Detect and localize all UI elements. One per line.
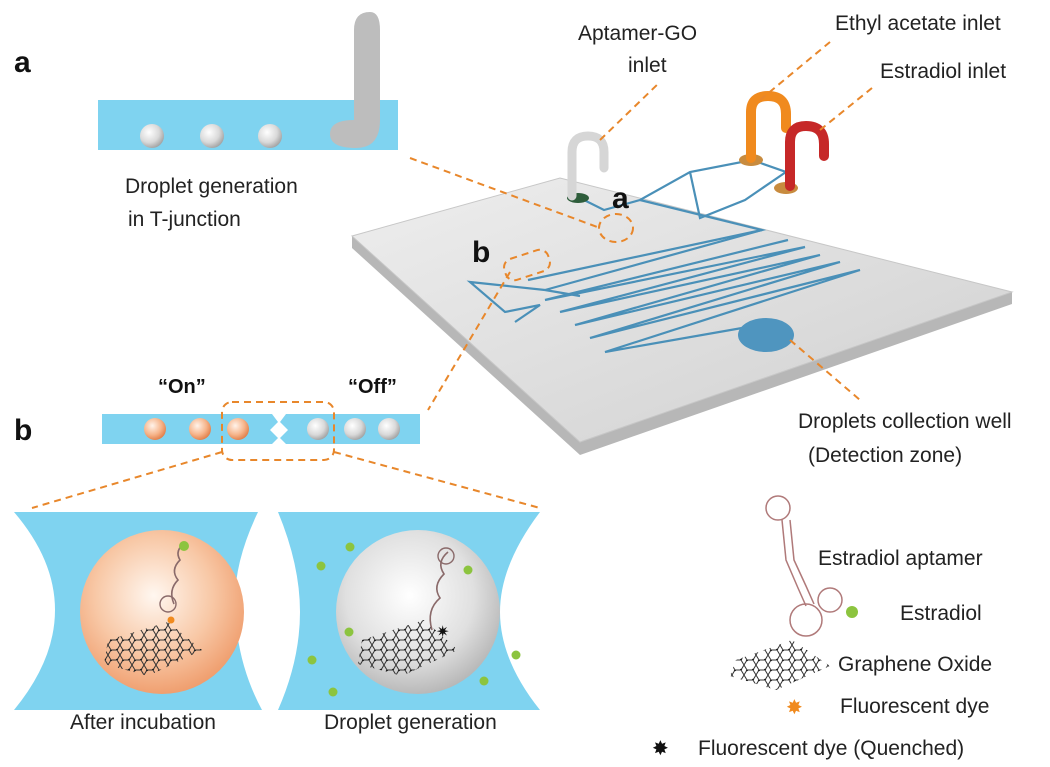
collection-well-label-1: Droplets collection well xyxy=(798,410,1012,433)
estradiol-icon xyxy=(846,606,858,618)
graphene-oxide-icon xyxy=(730,640,830,690)
aptamer-inlet-label-1: Aptamer-GO xyxy=(578,22,697,45)
on-droplet-zoom xyxy=(80,530,244,694)
panel-a-caption-1: Droplet generation xyxy=(125,175,298,198)
panel-a-caption-2: in T-junction xyxy=(128,208,241,231)
chip-channels xyxy=(466,158,861,354)
bound-estradiol-icon xyxy=(179,541,189,551)
channel-break-right xyxy=(398,100,406,150)
aptamer-inlet-label-2: inlet xyxy=(628,54,667,77)
droplet-generation-caption: Droplet generation xyxy=(324,711,497,734)
t-junction-droplets xyxy=(140,124,282,148)
active-dye-icon xyxy=(167,616,175,624)
estradiol-inlet-tube xyxy=(774,120,829,194)
channel-break-left xyxy=(90,100,98,150)
off-droplets xyxy=(307,418,400,440)
quenched-dye-icon: ✷ xyxy=(436,622,449,641)
aptamer-go-inlet xyxy=(567,131,609,203)
estradiol-inlet-label: Estradiol inlet xyxy=(880,60,1006,83)
after-incubation-caption: After incubation xyxy=(70,711,216,734)
zoom-line-left xyxy=(31,451,223,509)
fluorescent-dye-icon: ✸ xyxy=(786,695,803,719)
on-label: “On” xyxy=(158,376,206,398)
panel-label-b: b xyxy=(14,414,32,447)
microfluidic-chip xyxy=(350,158,1014,455)
off-label: “Off” xyxy=(348,376,397,398)
collection-well xyxy=(738,318,794,352)
on-droplet-contents xyxy=(104,541,202,676)
legend-aptamer: Estradiol aptamer xyxy=(818,547,983,570)
ethyl-acetate-inlet-tube xyxy=(739,90,791,166)
panel-b-zoom-box xyxy=(221,401,335,461)
dashed-callouts xyxy=(409,41,873,411)
off-droplet-contents: ✷ xyxy=(358,547,458,676)
legend-estradiol: Estradiol xyxy=(900,602,982,625)
legend-graphene: Graphene Oxide xyxy=(838,653,992,676)
panel-b-channel-break xyxy=(270,414,288,444)
quenched-dye-legend-icon: ✸ xyxy=(652,736,669,760)
t-junction-inlet xyxy=(330,12,380,148)
free-estradiol-dots xyxy=(307,542,521,697)
chip-region-label-a: a xyxy=(612,182,629,215)
legend-quenched: Fluorescent dye (Quenched) xyxy=(698,737,964,760)
panel-label-a: a xyxy=(14,46,31,79)
on-droplets xyxy=(144,418,249,440)
collection-well-label-2: (Detection zone) xyxy=(808,444,962,467)
chip-region-label-b: b xyxy=(472,236,490,269)
zoom-line-right xyxy=(333,451,541,509)
legend-dye: Fluorescent dye xyxy=(840,695,989,718)
ethyl-acetate-inlet-label: Ethyl acetate inlet xyxy=(835,12,1001,35)
aptamer-icon xyxy=(765,495,843,637)
off-droplet-zoom xyxy=(336,530,500,694)
legend: Estradiol aptamer Estradiol Graphene Oxi… xyxy=(652,495,992,760)
